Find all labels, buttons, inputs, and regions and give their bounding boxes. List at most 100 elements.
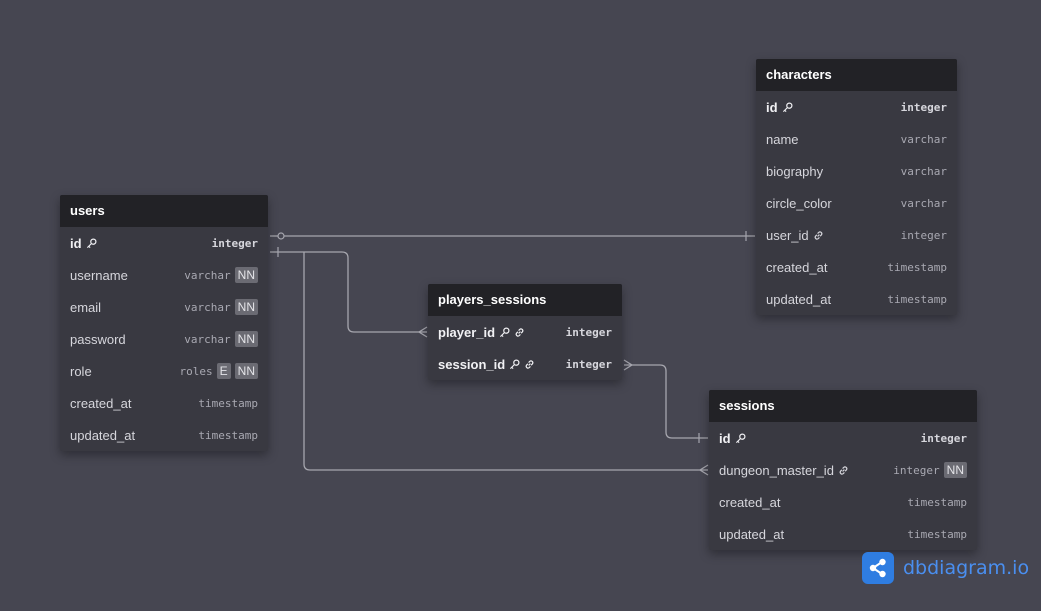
field-type: varchar [184,332,231,346]
field-name: name [766,131,799,147]
field-row[interactable]: id integer [709,422,977,454]
field-name: email [70,299,102,315]
field-name-group: updated_at [766,292,831,307]
table-header-users[interactable]: users [60,195,268,227]
field-name: circle_color [766,195,832,211]
link-icon [524,359,535,370]
field-row[interactable]: created_at timestamp [709,486,977,518]
field-type: roles [179,364,213,378]
field-name-group: session_id [438,357,535,372]
field-type: timestamp [887,260,947,274]
not-null-badge: NN [234,331,258,347]
field-row[interactable]: updated_at timestamp [709,518,977,550]
field-type: varchar [184,268,231,282]
field-name-group: id [70,236,97,251]
field-type: integer [565,357,612,371]
field-row[interactable]: user_id integer [756,219,957,251]
zero-marker [277,232,285,240]
field-name: created_at [719,494,781,510]
field-type: varchar [900,164,947,178]
field-name: updated_at [70,427,136,443]
field-name-group: username [70,268,128,283]
field-row[interactable]: created_at timestamp [60,387,268,419]
many-marker [417,326,428,338]
field-name: biography [766,163,824,179]
not-null-badge: NN [234,267,258,283]
field-name: id [766,99,778,115]
field-name-group: created_at [70,396,131,411]
link-icon [813,230,824,241]
field-type: varchar [900,132,947,146]
link-icon [838,465,849,476]
field-name: dungeon_master_id [719,462,834,478]
relationship-line [624,364,708,439]
field-type: integer [920,431,967,445]
field-name: role [70,363,92,379]
key-icon [86,238,97,249]
field-type: timestamp [907,527,967,541]
brand-logo[interactable]: dbdiagram.io [862,552,1029,584]
relationship-line [270,251,427,333]
field-name: username [70,267,128,283]
field-name: session_id [438,356,506,372]
not-null-badge: NN [234,299,258,315]
relationship-line [303,252,708,471]
many-marker [623,359,634,371]
field-name: password [70,331,126,347]
field-name-group: circle_color [766,196,832,211]
field-name: updated_at [719,526,785,542]
field-name: player_id [438,324,496,340]
field-name-group: created_at [719,495,780,510]
field-row[interactable]: session_id integer [428,348,622,380]
field-name: id [719,430,731,446]
field-name-group: updated_at [70,428,135,443]
table-header-sessions[interactable]: sessions [709,390,977,422]
field-type: integer [900,100,947,114]
field-name-group: name [766,132,799,147]
field-name-group: player_id [438,325,525,340]
field-name: user_id [766,227,809,243]
field-type: timestamp [907,495,967,509]
field-row[interactable]: biography varchar [756,155,957,187]
not-null-badge: NN [943,462,967,478]
field-row[interactable]: id integer [60,227,268,259]
table-header-players-sessions[interactable]: players_sessions [428,284,622,316]
key-icon [509,359,520,370]
field-type: timestamp [198,396,258,410]
field-name-group: role [70,364,92,379]
field-name-group: dungeon_master_id [719,463,849,478]
field-name-group: user_id [766,228,824,243]
field-type: integer [900,228,947,242]
many-marker [698,464,709,476]
field-type: integer [211,236,258,250]
not-null-badge: NN [234,363,258,379]
field-row[interactable]: created_at timestamp [756,251,957,283]
field-row[interactable]: name varchar [756,123,957,155]
field-name-group: created_at [766,260,827,275]
share-nodes-icon [862,552,894,584]
field-name-group: updated_at [719,527,784,542]
field-name: created_at [70,395,132,411]
field-row[interactable]: id integer [756,91,957,123]
field-type: varchar [900,196,947,210]
field-row[interactable]: circle_color varchar [756,187,957,219]
field-name-group: id [766,100,793,115]
field-name: updated_at [766,291,832,307]
table-header-characters[interactable]: characters [756,59,957,91]
